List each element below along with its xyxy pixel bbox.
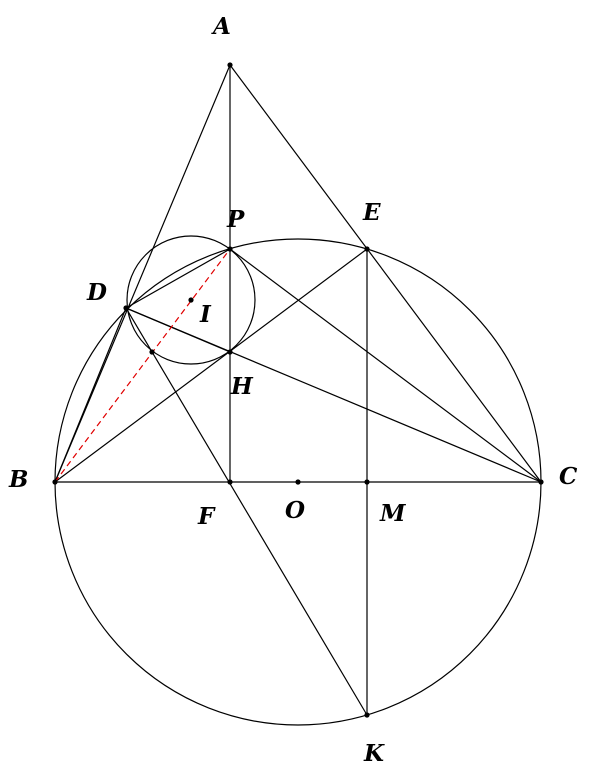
label-b: B (8, 466, 28, 493)
circle-i (126, 235, 256, 365)
segment-dk (125, 307, 368, 716)
segment-ab (54, 64, 231, 483)
segment-ac (229, 64, 542, 483)
point-d (123, 305, 129, 311)
segment-dp (125, 248, 231, 309)
point-k (364, 712, 370, 718)
point-b (52, 479, 58, 485)
point-i (188, 297, 194, 303)
point-f (227, 479, 233, 485)
label-p: P (226, 206, 245, 233)
dashed-segment-bp (54, 248, 231, 483)
point-h (227, 349, 233, 355)
label-k: K (363, 740, 385, 767)
label-e: E (362, 199, 381, 226)
point-e (364, 246, 370, 252)
segment-pc (229, 248, 542, 483)
point-o (295, 479, 301, 485)
point-m (364, 479, 370, 485)
point-a (227, 62, 233, 68)
label-o: O (285, 497, 305, 524)
label-m: M (379, 500, 407, 527)
label-d: D (86, 279, 107, 306)
label-i: I (199, 301, 212, 328)
label-a: A (211, 13, 231, 40)
label-h: H (230, 373, 254, 400)
point-dk-intersection (149, 349, 155, 355)
label-f: F (197, 503, 216, 530)
label-c: C (559, 463, 578, 490)
point-p (227, 246, 233, 252)
segment-db (54, 307, 127, 483)
segment-dh (125, 307, 231, 353)
segment-be (54, 248, 368, 483)
point-c (538, 479, 544, 485)
